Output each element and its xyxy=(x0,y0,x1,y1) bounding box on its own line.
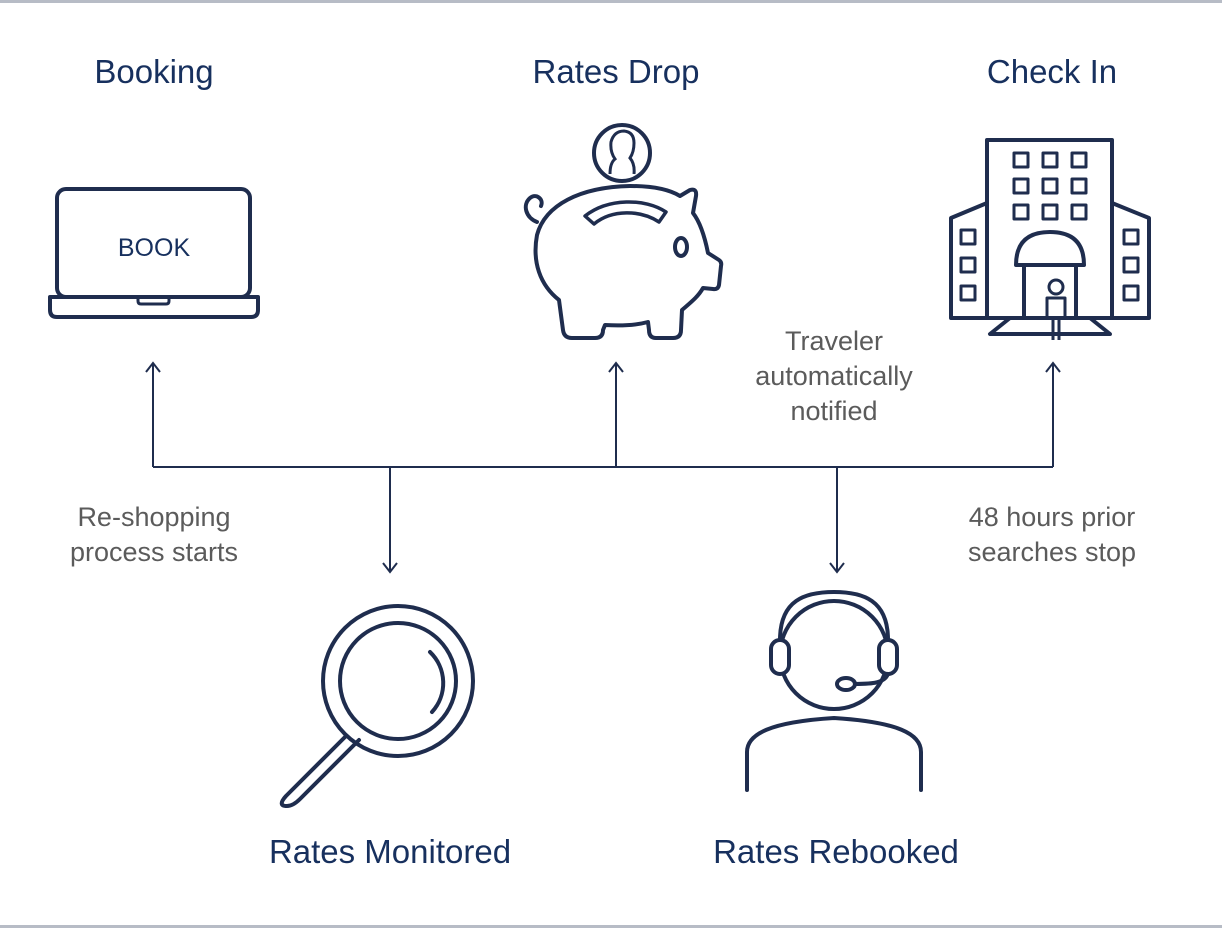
piggy-bank-icon xyxy=(523,184,724,340)
note-reshopping-line-2: process starts xyxy=(69,537,239,567)
stage-title-booking: Booking xyxy=(94,53,214,90)
stage-title-rates-drop: Rates Drop xyxy=(532,53,700,90)
connector-lines xyxy=(145,361,1061,574)
note-hours-prior: 48 hours prior searches stop xyxy=(968,500,1136,570)
stage-title-rates-rebooked: Rates Rebooked xyxy=(713,833,959,870)
note-reshopping-line-1: Re-shopping xyxy=(77,502,231,532)
headset-agent-icon xyxy=(745,590,923,792)
arrowhead-booking xyxy=(145,361,161,373)
note-hours-line-1: 48 hours prior xyxy=(968,502,1136,532)
top-divider xyxy=(0,0,1222,3)
arrowhead-rates-rebooked xyxy=(829,562,845,574)
bottom-divider xyxy=(0,925,1222,928)
stage-title-rates-monitored: Rates Monitored xyxy=(268,833,512,870)
stage-title-check-in: Check In xyxy=(986,53,1118,90)
coin-icon xyxy=(592,123,652,183)
magnifier-icon xyxy=(279,604,475,808)
note-reshopping: Re-shopping process starts xyxy=(70,500,238,570)
note-traveler-line-3: notified xyxy=(790,396,878,426)
arrowhead-rates-monitored xyxy=(382,562,398,574)
note-hours-line-2: searches stop xyxy=(967,537,1137,567)
laptop-icon: BOOK xyxy=(48,187,260,319)
arrowhead-check-in xyxy=(1045,361,1061,373)
note-traveler-notified: Traveler automatically notified xyxy=(755,324,913,429)
laptop-screen-text: BOOK xyxy=(118,234,191,262)
note-traveler-line-1: Traveler xyxy=(784,326,884,356)
hotel-building-icon xyxy=(949,138,1151,340)
note-traveler-line-2: automatically xyxy=(755,361,913,391)
arrowhead-rates-drop xyxy=(608,361,624,373)
